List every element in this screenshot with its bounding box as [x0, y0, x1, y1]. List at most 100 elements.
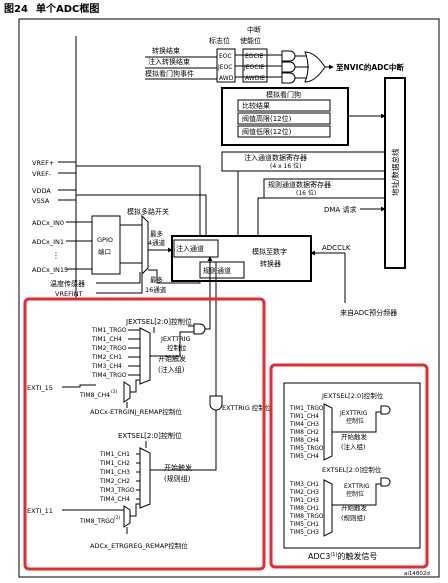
compare-result-box: [237, 99, 331, 112]
watchdog-title: 模拟看门狗: [266, 90, 301, 99]
adc3-extsel: EXTSEL[2:0]控制位: [322, 465, 382, 474]
temp-sensor: 温度传感器: [50, 279, 85, 288]
adcclk-line: [311, 253, 346, 303]
adc3-inj-lines: [332, 411, 381, 433]
adc3-inj-source-7: TIM5_CH4: [289, 454, 319, 460]
adc3-caption-sup: (1): [330, 552, 337, 558]
adc-label-2: 转换器: [260, 259, 281, 268]
and-gate-3: [281, 72, 296, 84]
figure-title: 单个ADC框图: [36, 2, 99, 15]
figure-number: 图24: [4, 3, 28, 15]
threshold-low: 阀值低限(12位): [242, 127, 292, 136]
tim8-ch4-sup: (2): [111, 389, 118, 395]
adc3-exttrig: EXTTRIG: [344, 483, 370, 490]
threshold-low-box: [237, 125, 331, 138]
interrupt-enable-label: 中断: [247, 25, 261, 34]
regular-register-title: 规则通道数据寄存器: [268, 180, 331, 189]
jextsel-label: JEXTSEL[2:0]控制位: [125, 317, 192, 326]
reg-start-label: 开始触发: [164, 463, 192, 472]
regular-register-size: (16 位): [296, 189, 316, 197]
enable-awdie: AWDIE: [245, 75, 265, 82]
adc3-reg-lines: [332, 483, 381, 506]
event-lines: [145, 56, 217, 80]
power-pin-lines: [58, 161, 76, 201]
adc3-reg-mux: [323, 479, 333, 537]
injected-channel-box: [173, 239, 219, 258]
adc3-inj-source-6: TIM5_TRGO: [289, 446, 324, 452]
adc3-panel: [283, 382, 421, 549]
tim8-trgo-sup: (2): [114, 515, 121, 521]
adc3-inj-start-2: (注入组): [341, 442, 366, 451]
inj-source-5: TIM3_CH4: [91, 363, 122, 370]
reg-source-6: TIM4_CH4: [99, 496, 130, 503]
inj-source-lines: [128, 329, 140, 376]
adc3-inj-source-5: TIM8_CH4: [289, 438, 319, 444]
gpio-label-2: 端口: [98, 247, 111, 256]
inj-trigger-mux: [139, 327, 151, 385]
adc3-reg-source-4: TIM8_CH1: [289, 506, 319, 512]
input-in0: ADCx_IN0: [32, 219, 64, 227]
inj-source-6: TIM4_TRGO: [91, 372, 127, 379]
adc3-inj-source-4: TIM8_CH2: [289, 430, 319, 436]
adc3-inj-mux: [323, 403, 333, 461]
gpio-block: [91, 215, 121, 275]
highlight-box-adc3: [269, 363, 429, 569]
extsel-label: EXTSEL[2:0]控制位: [118, 431, 182, 440]
injected-register-title: 注入通道数据寄存器: [244, 153, 307, 162]
adc3-reg-source-1: TIM3_CH1: [289, 482, 319, 488]
tim8-ch4-label: TIM8_CH4: [79, 392, 110, 399]
adc3-reg-gate: [380, 477, 391, 487]
event-eoc-label: 转换结束: [152, 46, 180, 55]
adc3-reg-source-6: TIM5_CH1: [289, 522, 319, 528]
or-gate-inputs: [295, 55, 309, 79]
adc3-inj-gate: [380, 405, 391, 415]
vrefint: VREFINT: [55, 290, 83, 298]
and-gate-2: [281, 61, 296, 73]
adc3-reg-source-2: TIM2_CH3: [289, 490, 319, 496]
inj-gate: [193, 323, 206, 335]
inj-source-4: TIM2_CH1: [91, 354, 122, 361]
inj-gate-to-converter: [205, 256, 213, 330]
inj-source-3: TIM2_TRGO: [91, 345, 127, 352]
mux-lines: [120, 224, 142, 264]
inj-remap-out: [126, 379, 140, 408]
flag-jeoc: JEOC: [217, 64, 232, 71]
adc-label: 模拟至数字: [252, 247, 287, 256]
tim8-trgo-label: TIM8_TRGO: [79, 518, 115, 525]
interrupt-enable-label-2: 使能位: [240, 36, 261, 45]
inj-start-line: [150, 331, 194, 357]
outer-frame: [18, 18, 440, 578]
flag-awd: AWD: [219, 75, 234, 82]
reg-source-1: TIM1_CH1: [99, 451, 130, 458]
prescaler-label: 来自ADC预分频器: [340, 308, 397, 317]
adc3-reg-start-2: (规则组): [341, 513, 366, 522]
reg-remap-mux: [123, 505, 131, 528]
reg-start-label-2: (规则组): [164, 474, 191, 483]
adc3-jextrig: JEXTTRIG: [339, 410, 368, 417]
converter-to-registers: [237, 171, 264, 236]
highlight-box-triggers: [23, 297, 266, 571]
adc3-caption-text: 的触发信号: [337, 551, 377, 561]
adc3-inj-source-1: TIM1_TRGO: [289, 406, 324, 412]
adc3-inj-start: 开始触发: [341, 432, 368, 441]
reg-remap-out: [126, 503, 140, 534]
dma-request: DMA 请求: [324, 205, 356, 214]
exttrig-label: EXTTRIG 控制位: [222, 403, 272, 412]
injected-channel-label: 注入通道: [176, 244, 204, 253]
regular-channel-label: 规则通道: [203, 266, 231, 275]
reg-source-2: TIM1_CH2: [99, 460, 130, 467]
injected-register-size: (4 x 16 位): [270, 162, 301, 170]
adc3-reg-start: 开始触发: [341, 503, 368, 512]
max-4-channels-2: 4通道: [148, 238, 166, 247]
adc3-jextrig-2: 控制位: [346, 417, 364, 425]
inj-source-2: TIM1_CH4: [91, 336, 122, 343]
event-jeoc-label: 注入转换结束: [148, 57, 190, 66]
bus-label: 地址/数据总线: [390, 148, 400, 196]
vssa: VSSA: [32, 197, 50, 205]
adc3-exttrig-2: 控制位: [346, 490, 364, 498]
vref-minus: VREF-: [32, 170, 52, 178]
analog-mux-label: 模拟多路开关: [127, 207, 169, 216]
regular-channel-box: [199, 261, 245, 279]
vref-to-converter: [76, 165, 207, 236]
nvic-label: 至NVIC的ADC中断: [336, 62, 404, 72]
